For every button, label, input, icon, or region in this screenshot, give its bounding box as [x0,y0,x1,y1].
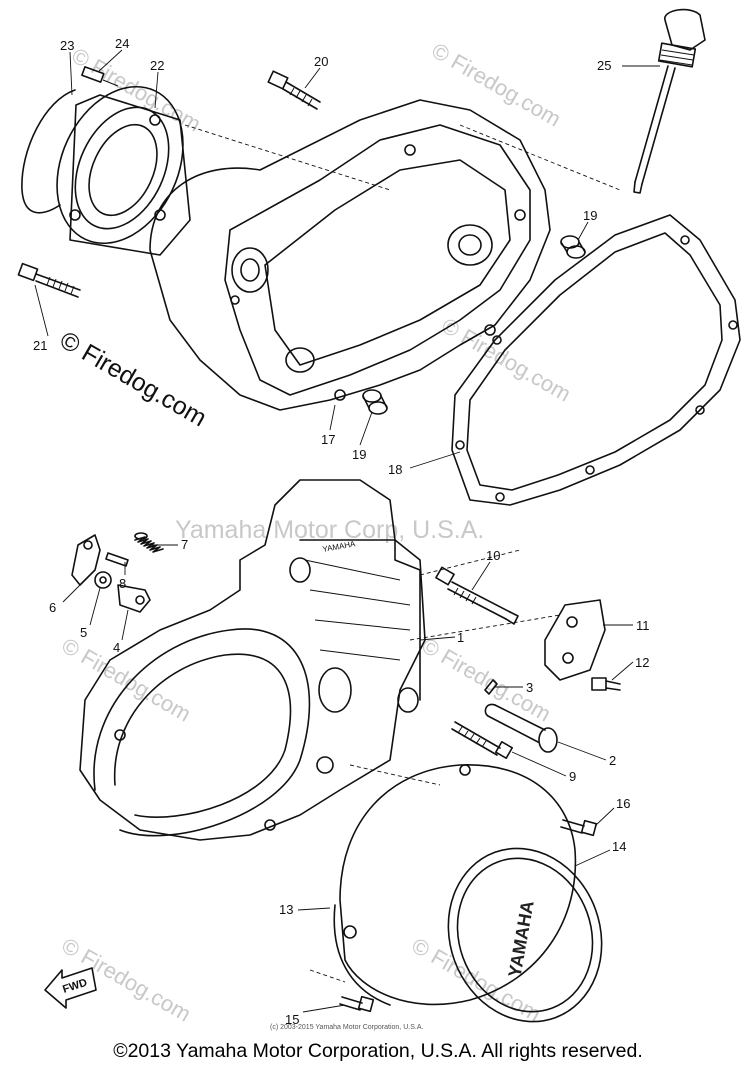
callout-20: 20 [314,54,328,69]
part-18-gasket [451,214,741,506]
part-25-oil-dipstick [633,8,706,194]
callout-25: 25 [597,58,611,73]
callout-8: 8 [119,576,126,591]
part-3-pin [484,679,498,695]
watermark-firedog-dark: © Firedog.com [55,326,211,432]
callout-23: 23 [60,38,74,53]
part-6-lever [71,534,101,586]
callout-2: 2 [609,753,616,768]
watermark-firedog-1: © Firedog.com [68,43,206,137]
part-1-crankcase-cover: YAMAHA [79,479,561,841]
callout-6: 6 [49,600,56,615]
callout-9: 9 [569,769,576,784]
part-10-bolt [435,566,519,625]
part-12-screw [591,677,621,691]
part-7-spring [134,532,164,553]
part-24-screw [81,66,119,87]
callout-14: 14 [612,839,626,854]
callout-4: 4 [113,640,120,655]
callout-21: 21 [33,338,47,353]
part-17-crankcase-cover [149,99,621,411]
callout-3: 3 [526,680,533,695]
callout-19-lower: 19 [352,447,366,462]
fwd-direction-arrow: FWD [44,967,97,1009]
leader-lines [34,49,660,1013]
part-13-outer-cover [309,764,577,1006]
part-9-bolt [451,721,513,759]
callout-5: 5 [80,625,87,640]
part-19-dowel-pin-lower [362,389,388,415]
part-11-bracket [544,599,606,681]
callout-16: 16 [616,796,630,811]
callout-19-upper: 19 [583,208,597,223]
callout-24: 24 [115,36,129,51]
watermark-layer: © Firedog.com © Firedog.com © Firedog.co… [58,38,576,1027]
callout-1: 1 [457,630,464,645]
callout-13: 13 [279,902,293,917]
part-19-dowel-pin-upper [560,235,586,259]
part-4-fitting [117,584,151,613]
callout-15: 15 [285,1012,299,1027]
callout-18: 18 [388,462,402,477]
part-2-shaft [484,703,558,753]
part-20-bolt [267,70,321,110]
callout-labels: 23 24 22 20 25 19 21 17 19 18 7 8 6 5 4 … [33,36,650,1027]
callout-17: 17 [321,432,335,447]
callout-11: 11 [636,618,650,633]
part-21-bolt [17,262,81,298]
part-14-emblem-cover: YAMAHA [447,847,603,1023]
yamaha-emblem: YAMAHA [505,899,538,979]
watermark-firedog-2: © Firedog.com [428,38,566,132]
callout-12: 12 [635,655,649,670]
part-5-washer [94,571,112,589]
callout-7: 7 [181,537,188,552]
callout-10: 10 [486,548,500,563]
part-16-screw [560,819,598,837]
footer-copyright: ©2013 Yamaha Motor Corporation, U.S.A. A… [113,1040,643,1062]
part-22-cover-plate [21,85,191,256]
callout-22: 22 [150,58,164,73]
part-8-pin [105,552,129,567]
watermark-firedog-3: © Firedog.com [438,313,576,407]
small-copyright-notice: (c) 2003-2015 Yamaha Motor Corporation, … [270,1024,423,1031]
part-15-screw [339,995,375,1013]
